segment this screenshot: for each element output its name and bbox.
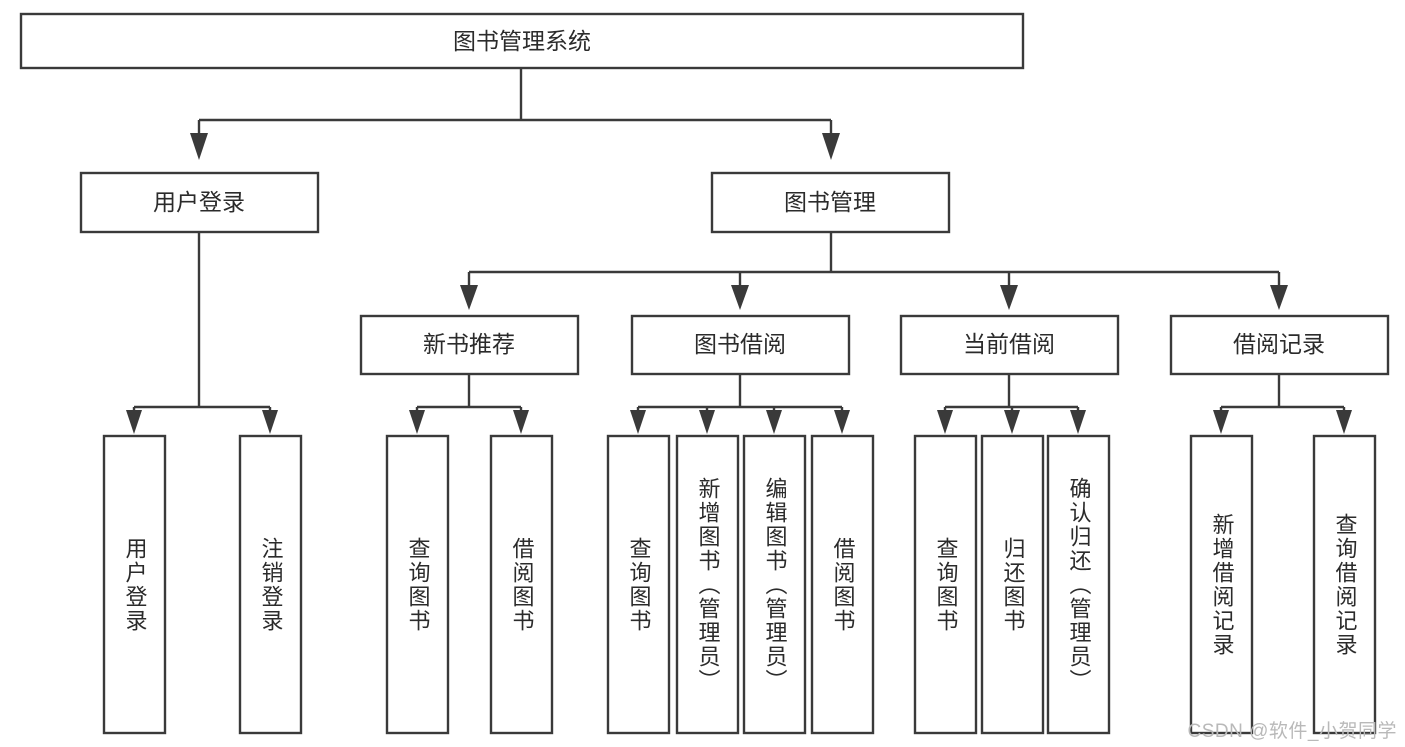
connector-group-root-to-level2 — [190, 68, 840, 160]
arrowhead-leaf-query-book-1 — [409, 410, 425, 434]
node-new-book-rec[interactable]: 新书推荐 — [359, 314, 580, 376]
leaf-box-query-book-1[interactable] — [385, 434, 450, 735]
node-borrow-record-box[interactable] — [1169, 314, 1390, 376]
connector-group-user-login-to-leaves — [126, 232, 278, 434]
arrowhead-leaf-query-book-2 — [630, 410, 646, 434]
leaf-box-edit-book[interactable] — [742, 434, 807, 735]
node-new-book-rec-label: 新书推荐 — [423, 331, 515, 357]
arrowhead-book-borrow — [731, 285, 749, 310]
arrowhead-book-manage — [822, 133, 840, 160]
arrowhead-borrow-record — [1270, 285, 1288, 310]
connector-group-book-borrow-to-leaves — [630, 374, 850, 434]
leaf-box-user-logout[interactable] — [238, 434, 303, 735]
arrowhead-leaf-add-book — [699, 410, 715, 434]
connector-group-book-manage-to-level3 — [460, 232, 1288, 310]
arrowhead-leaf-return-book — [1004, 410, 1020, 434]
arrowhead-user-login — [190, 133, 208, 160]
arrowhead-leaf-user-logout — [262, 410, 278, 434]
leaf-boxes-group — [102, 434, 1377, 735]
arrowhead-leaf-user-login — [126, 410, 142, 434]
node-user-login-box[interactable] — [79, 171, 320, 234]
leaf-box-borrow-book-1[interactable] — [489, 434, 554, 735]
leaf-box-add-record[interactable] — [1189, 434, 1254, 735]
arrowhead-leaf-borrow-book-1 — [513, 410, 529, 434]
node-new-book-rec-box[interactable] — [359, 314, 580, 376]
leaf-box-query-book-3[interactable] — [913, 434, 978, 735]
node-root-label: 图书管理系统 — [453, 28, 591, 54]
node-root[interactable]: 图书管理系统 — [19, 12, 1025, 70]
connector-group-new-book-rec-to-leaves — [409, 374, 529, 434]
arrowhead-leaf-add-record — [1213, 410, 1229, 434]
arrowhead-leaf-confirm-return — [1070, 410, 1086, 434]
leaf-box-query-record[interactable] — [1312, 434, 1377, 735]
node-user-login[interactable]: 用户登录 — [79, 171, 320, 234]
arrowhead-leaf-query-record — [1336, 410, 1352, 434]
node-root-box[interactable] — [19, 12, 1025, 70]
node-book-manage[interactable]: 图书管理 — [710, 171, 951, 234]
node-book-borrow-box[interactable] — [630, 314, 851, 376]
node-current-borrow[interactable]: 当前借阅 — [899, 314, 1120, 376]
leaf-box-confirm-return[interactable] — [1046, 434, 1111, 735]
node-borrow-record[interactable]: 借阅记录 — [1169, 314, 1390, 376]
arrowhead-leaf-borrow-book-2 — [834, 410, 850, 434]
leaf-box-borrow-book-2[interactable] — [810, 434, 875, 735]
leaf-box-add-book[interactable] — [675, 434, 740, 735]
node-current-borrow-box[interactable] — [899, 314, 1120, 376]
leaf-box-return-book[interactable] — [980, 434, 1045, 735]
node-current-borrow-label: 当前借阅 — [963, 331, 1055, 357]
connector-group-current-borrow-to-leaves — [937, 374, 1086, 434]
node-book-borrow-label: 图书借阅 — [694, 331, 786, 357]
arrowhead-leaf-query-book-3 — [937, 410, 953, 434]
arrowhead-current-borrow — [1000, 285, 1018, 310]
node-book-borrow[interactable]: 图书借阅 — [630, 314, 851, 376]
leaf-box-user-login[interactable] — [102, 434, 167, 735]
leaf-box-query-book-2[interactable] — [606, 434, 671, 735]
node-book-manage-label: 图书管理 — [784, 189, 876, 215]
node-book-manage-box[interactable] — [710, 171, 951, 234]
node-user-login-label: 用户登录 — [153, 189, 245, 215]
connector-group-borrow-record-to-leaves — [1213, 374, 1352, 434]
arrowhead-leaf-edit-book — [766, 410, 782, 434]
node-borrow-record-label: 借阅记录 — [1233, 331, 1325, 357]
arrowhead-new-book-rec — [460, 285, 478, 310]
watermark-text: CSDN @软件_小贺同学 — [1187, 721, 1397, 742]
